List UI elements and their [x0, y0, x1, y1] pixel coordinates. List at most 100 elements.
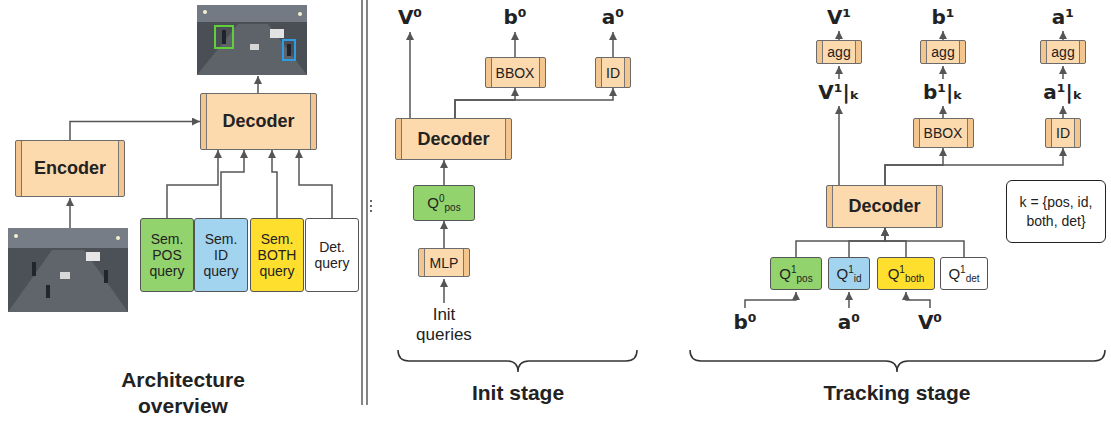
connector — [272, 150, 277, 218]
connector — [885, 148, 943, 185]
input-arrow — [69, 198, 71, 228]
node-text: Q1id — [836, 264, 861, 284]
node-text: Det. query — [308, 239, 356, 271]
box-label: Sem. ID query — [197, 231, 245, 279]
frame-person — [287, 44, 291, 56]
box-label: agg — [931, 44, 954, 60]
input-frame — [8, 228, 128, 312]
value-arrow — [942, 66, 944, 79]
id-head: ID — [1045, 118, 1081, 148]
connector — [849, 228, 885, 257]
frame-road — [8, 250, 128, 312]
connector — [221, 150, 244, 218]
value-arrow — [906, 292, 930, 308]
variable-label: b⁰ — [503, 5, 526, 29]
box-label: Decoder — [848, 196, 920, 217]
bbox-head: BBOX — [913, 118, 974, 148]
node-text: agg — [827, 44, 850, 60]
value-arrow — [838, 31, 840, 40]
frame-light — [203, 10, 207, 14]
box-label: MLP — [430, 255, 459, 271]
node-text: Decoder — [222, 111, 294, 132]
stage-brace — [690, 350, 1105, 372]
box-label: BBOX — [924, 125, 963, 141]
connector — [796, 228, 885, 257]
separator-line — [366, 0, 367, 405]
node-text: ID — [606, 65, 620, 81]
note-label: Init queries — [404, 305, 484, 345]
frame-person — [46, 285, 50, 298]
variable-label: a¹ — [1052, 5, 1074, 29]
query-symbol: Q — [888, 265, 900, 282]
frame-person — [104, 270, 108, 283]
variable-label: b¹|ₖ — [923, 80, 963, 104]
frame-car — [60, 272, 70, 279]
decoder-box: Decoder — [395, 118, 512, 160]
frame-buildings — [8, 228, 128, 248]
variable-label: b¹ — [931, 5, 954, 29]
separator-line — [361, 0, 362, 405]
box-label: k = {pos, id, both, det} — [1013, 193, 1099, 229]
separator-dot — [370, 210, 372, 212]
frame-light — [116, 236, 120, 240]
bbox-head: BBOX — [485, 57, 546, 88]
node-text: k = {pos, id, both, det} — [1013, 193, 1099, 229]
step-index: 1 — [899, 264, 905, 275]
section-title: Tracking stage — [823, 380, 970, 406]
node-text: Q1both — [888, 264, 925, 284]
query-kind: id — [854, 273, 862, 284]
frame-light — [298, 12, 302, 16]
node-text: Decoder — [848, 196, 920, 217]
frame-car — [270, 29, 284, 38]
connector — [885, 228, 964, 257]
decoder-box: Decoder — [200, 93, 317, 150]
frame-ground — [197, 5, 307, 75]
box-label: agg — [827, 44, 850, 60]
connector — [443, 221, 445, 248]
query-symbol: Q — [948, 265, 960, 282]
separator-dot — [370, 200, 372, 202]
connector — [885, 228, 906, 257]
query-symbol: Q — [427, 194, 439, 211]
query-box: Q1pos — [770, 257, 822, 290]
decoder-box: Decoder — [826, 185, 943, 228]
connector — [443, 160, 445, 185]
query-box: Sem. BOTH query — [250, 218, 304, 292]
frame-car — [250, 44, 259, 50]
value-arrow — [1062, 31, 1064, 40]
query-box: Sem. ID query — [194, 218, 248, 292]
step-index: 1 — [848, 264, 854, 275]
box-label: Encoder — [34, 158, 106, 179]
variable-label: a⁰ — [838, 310, 860, 334]
separator-dot — [370, 205, 372, 207]
frame-light — [14, 234, 18, 238]
connector — [455, 88, 515, 118]
frame-ground — [8, 228, 128, 312]
variable-label: V¹|ₖ — [818, 80, 859, 104]
connector — [299, 150, 332, 218]
node-text: agg — [1051, 44, 1074, 60]
node-text: Sem. ID query — [197, 231, 245, 279]
box-label: ID — [606, 65, 620, 81]
box-label: Det. query — [308, 239, 356, 271]
frame-car — [86, 252, 100, 261]
frame-person — [222, 30, 226, 44]
mlp-box: MLP — [418, 248, 470, 277]
stage-brace — [398, 350, 637, 372]
query-kind: det — [966, 273, 980, 284]
value-arrow — [942, 31, 944, 40]
box-label: Sem. BOTH query — [253, 231, 301, 279]
query-kind: pos — [445, 202, 461, 213]
node-text: ID — [1056, 125, 1070, 141]
connector — [167, 150, 218, 218]
query-box: Det. query — [305, 218, 359, 292]
agg-box: agg — [1040, 40, 1086, 64]
track-box-blue — [283, 40, 295, 60]
step-index: 1 — [791, 264, 797, 275]
box-label: agg — [1051, 44, 1074, 60]
node-text: BBOX — [496, 65, 535, 81]
value-arrow — [838, 106, 840, 185]
value-arrow — [1062, 66, 1064, 79]
query-kind: pos — [797, 273, 813, 284]
